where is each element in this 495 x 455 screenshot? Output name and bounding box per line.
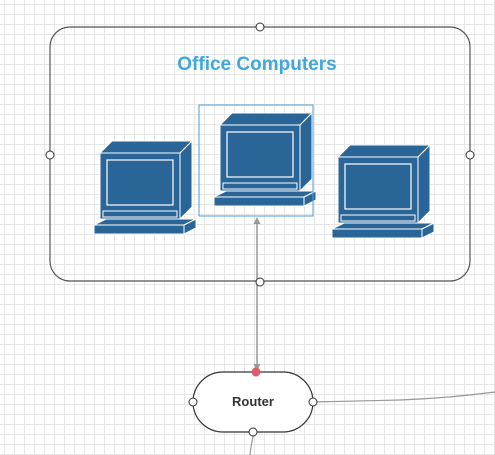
router-handle-left[interactable] bbox=[188, 397, 198, 407]
computer-right[interactable] bbox=[331, 144, 435, 239]
router-label: Router bbox=[232, 394, 274, 409]
computer-center[interactable] bbox=[213, 112, 317, 207]
computer-left[interactable] bbox=[93, 140, 197, 235]
group-handle-right[interactable] bbox=[465, 150, 475, 160]
selection-box bbox=[198, 104, 314, 217]
connector-router-right[interactable] bbox=[312, 391, 495, 403]
router-handle-top-active[interactable] bbox=[251, 367, 261, 377]
router-handle-bottom[interactable] bbox=[248, 427, 258, 437]
group-title: Office Computers bbox=[177, 54, 336, 75]
group-handle-top[interactable] bbox=[255, 22, 265, 32]
group-handle-bottom[interactable] bbox=[255, 277, 265, 287]
router-handle-right[interactable] bbox=[308, 397, 318, 407]
group-handle-left[interactable] bbox=[45, 150, 55, 160]
